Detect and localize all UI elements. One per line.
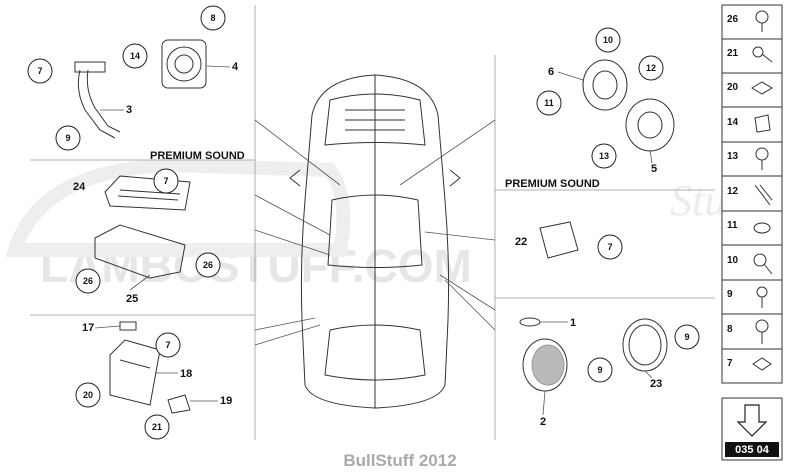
callout-plain-25: 25 xyxy=(126,293,138,305)
part-speaker-5 xyxy=(625,98,675,152)
footer-credit: BullStuff 2012 xyxy=(343,451,456,470)
callout-20: 20 xyxy=(75,382,101,408)
callout-plain-17: 17 xyxy=(82,322,94,334)
fastener-number-8: 8 xyxy=(727,324,733,335)
callout-26-a: 26 xyxy=(75,268,101,294)
watermark-car-shape xyxy=(5,157,351,257)
svg-text:12: 12 xyxy=(646,63,656,73)
fastener-number-9: 9 xyxy=(727,289,733,300)
svg-text:26: 26 xyxy=(203,260,213,270)
svg-text:26: 26 xyxy=(83,276,93,286)
callout-13: 13 xyxy=(591,143,617,169)
svg-text:7: 7 xyxy=(165,340,170,350)
part-ring-23 xyxy=(622,318,668,372)
fastener-number-13: 13 xyxy=(727,151,739,162)
callout-plain-18: 18 xyxy=(180,368,192,380)
part-clip-17 xyxy=(119,321,137,331)
part-bracket-3 xyxy=(74,61,121,139)
fastener-number-26: 26 xyxy=(727,14,739,25)
callout-10: 10 xyxy=(595,27,621,53)
fastener-number-20: 20 xyxy=(727,82,739,93)
callout-plain-5: 5 xyxy=(651,163,657,175)
callout-leaders xyxy=(94,65,653,416)
watermark: LAMBOSTUFF.COM Stuff xyxy=(5,157,756,292)
fastener-number-10: 10 xyxy=(727,255,739,266)
callout-7-a: 7 xyxy=(27,58,53,84)
svg-text:20: 20 xyxy=(83,390,93,400)
callout-plain-1: 1 xyxy=(570,317,576,329)
fastener-number-7: 7 xyxy=(727,358,733,369)
callout-plain-23: 23 xyxy=(650,378,662,390)
arrow-down-icon xyxy=(736,404,768,437)
callout-11: 11 xyxy=(536,90,562,116)
svg-text:13: 13 xyxy=(599,151,609,161)
svg-text:10: 10 xyxy=(603,35,613,45)
svg-text:7: 7 xyxy=(163,176,168,186)
callout-9-a: 9 xyxy=(55,125,81,151)
part-speaker-4 xyxy=(161,39,207,89)
svg-text:9: 9 xyxy=(65,133,70,143)
callout-12: 12 xyxy=(638,55,664,81)
svg-text:8: 8 xyxy=(210,13,215,23)
part-bracket-19 xyxy=(167,394,191,414)
section-dividers xyxy=(30,5,715,440)
svg-text:21: 21 xyxy=(152,422,162,432)
svg-text:7: 7 xyxy=(37,66,42,76)
part-module-22 xyxy=(539,221,579,259)
page-code-box: 035 04 xyxy=(721,397,783,461)
callout-plain-4: 4 xyxy=(232,61,239,73)
svg-text:9: 9 xyxy=(597,365,602,375)
callout-plain-3: 3 xyxy=(126,104,132,116)
fastener-column: 26 21 20 14 13 12 11 10 9 8 7 xyxy=(721,4,783,384)
page-code: 035 04 xyxy=(735,444,770,456)
callout-14: 14 xyxy=(122,43,148,69)
callout-plain-22: 22 xyxy=(515,236,527,248)
callout-21: 21 xyxy=(144,414,170,440)
part-grille-2 xyxy=(522,338,568,392)
callout-plain-19: 19 xyxy=(220,395,232,407)
part-bracket-25 xyxy=(94,224,186,279)
callout-9-c: 9 xyxy=(674,324,700,350)
label-premium-sound-left: PREMIUM SOUND xyxy=(150,150,245,162)
fastener-number-21: 21 xyxy=(727,48,739,59)
part-speaker-6 xyxy=(582,59,628,111)
fastener-number-14: 14 xyxy=(727,117,739,128)
part-amplifier-24 xyxy=(104,175,191,211)
svg-text:11: 11 xyxy=(544,98,554,108)
callout-8: 8 xyxy=(200,5,226,31)
car-top-view xyxy=(289,74,461,409)
callout-plain-24: 24 xyxy=(73,181,86,193)
part-control-unit-18 xyxy=(109,339,161,406)
svg-text:14: 14 xyxy=(130,51,140,61)
callout-7-c: 7 xyxy=(155,332,181,358)
part-clip-1 xyxy=(519,317,541,327)
leader-lines xyxy=(254,119,496,346)
fastener-icons xyxy=(751,10,773,371)
svg-text:7: 7 xyxy=(607,242,612,252)
fastener-number-11: 11 xyxy=(727,220,738,231)
callout-26-b: 26 xyxy=(195,252,221,278)
callout-plain-2: 2 xyxy=(540,416,546,428)
callout-7-b: 7 xyxy=(153,168,179,194)
fastener-rows xyxy=(722,38,782,350)
callout-9-b: 9 xyxy=(587,357,613,383)
fastener-number-12: 12 xyxy=(727,186,739,197)
callout-plain-6: 6 xyxy=(548,66,554,78)
callout-7-d: 7 xyxy=(597,234,623,260)
svg-text:9: 9 xyxy=(684,332,689,342)
label-premium-sound-right: PREMIUM SOUND xyxy=(505,178,600,190)
